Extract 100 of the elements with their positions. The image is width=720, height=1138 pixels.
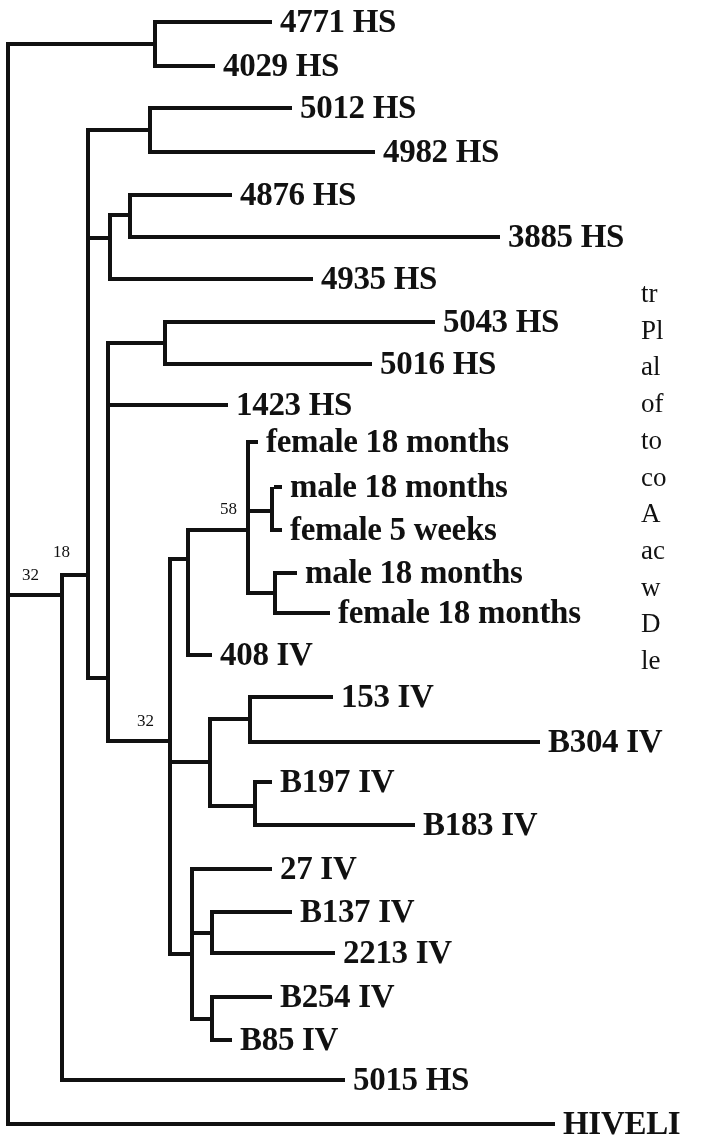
clade-junction [148, 106, 152, 154]
tree-branch [10, 593, 60, 597]
tree-branch [64, 573, 86, 577]
clade-junction [190, 867, 194, 1021]
clade-junction [86, 128, 90, 680]
tree-branch [214, 995, 272, 999]
taxon-label: 27 IV [272, 850, 357, 886]
taxon-label: 4982 HS [375, 133, 500, 169]
clade-junction [208, 717, 212, 808]
tree-branch [250, 509, 270, 513]
tree-branch [90, 236, 108, 240]
tree-branch [274, 485, 282, 489]
clade-junction [210, 910, 214, 955]
taxon-label: female 5 weeks [282, 511, 497, 547]
tree-branch [274, 528, 282, 532]
tree-branch [110, 403, 228, 407]
taxon-label: female 18 months [330, 594, 581, 630]
clade-junction [163, 320, 167, 366]
tree-branch [167, 320, 435, 324]
bootstrap-value: 32 [137, 712, 154, 730]
taxon-label: 4876 HS [232, 176, 357, 212]
clade-junction [128, 193, 132, 239]
clade-junction [153, 20, 157, 68]
tree-branch [132, 193, 232, 197]
bootstrap-value: 58 [220, 500, 237, 518]
taxon-label: B197 IV [272, 763, 395, 799]
taxon-label: B304 IV [540, 723, 663, 759]
tree-branch [212, 717, 248, 721]
cropped-text-fragment: of [641, 388, 664, 419]
tree-branch [10, 42, 153, 46]
tree-branch [112, 277, 313, 281]
taxon-label: female 18 months [258, 423, 509, 459]
taxon-label: 4029 HS [215, 47, 340, 83]
bootstrap-value: 32 [22, 566, 39, 584]
taxon-label: 153 IV [333, 678, 434, 714]
cropped-text-fragment: w [641, 571, 661, 602]
tree-branch [112, 213, 128, 217]
clade-junction [210, 995, 214, 1042]
clade-junction [60, 573, 64, 1082]
tree-branch [257, 780, 272, 784]
cropped-text-fragment: le [641, 645, 661, 675]
taxon-label: 5012 HS [292, 89, 417, 125]
tree-branch [277, 611, 330, 615]
cropped-text-fragment: ac [641, 534, 665, 565]
bootstrap-value: 18 [53, 543, 70, 561]
taxon-label: HIVELI [555, 1105, 681, 1138]
clade-junction [248, 695, 252, 744]
cropped-text-fragment: co [641, 461, 667, 492]
cropped-text-fragment: tr [641, 278, 658, 308]
taxon-label: 3885 HS [500, 218, 625, 254]
tree-branch [157, 20, 272, 24]
tree-branch [252, 740, 540, 744]
clade-junction [253, 780, 257, 827]
tree-branch [214, 951, 335, 955]
taxon-label: male 18 months [297, 554, 523, 590]
tree-branch [190, 528, 246, 532]
taxon-label: B137 IV [292, 893, 415, 929]
taxon-label: 5016 HS [372, 345, 497, 381]
tree-branch [252, 695, 333, 699]
tree-branch [250, 440, 258, 444]
tree-branch [152, 106, 292, 110]
clade-junction [246, 440, 250, 595]
tree-branch [152, 150, 375, 154]
tree-branch [90, 676, 106, 680]
cropped-text-fragment: A [641, 498, 661, 529]
tree-branch [257, 823, 415, 827]
tree-branch [132, 235, 500, 239]
tree-branch [10, 1122, 555, 1126]
taxon-label: 5043 HS [435, 303, 560, 339]
cropped-text-fragment: to [641, 424, 662, 455]
tree-branch [194, 931, 210, 935]
clade-junction [186, 528, 190, 657]
tree-branch [172, 557, 186, 561]
taxon-label: 1423 HS [228, 386, 353, 422]
clade-junction [6, 42, 10, 1126]
tree-branch [277, 571, 297, 575]
tree-branch [64, 1078, 345, 1082]
tree-branch [214, 910, 292, 914]
cropped-text-fragment: Pl [641, 314, 664, 345]
clade-junction [273, 571, 277, 615]
tree-branch [167, 362, 372, 366]
tree-branch [190, 653, 212, 657]
clade-junction [106, 341, 110, 743]
tree-branch [172, 760, 208, 764]
taxon-label: 4935 HS [313, 260, 438, 296]
clade-junction [108, 213, 112, 281]
tree-branch [194, 1017, 210, 1021]
clade-junction [168, 557, 172, 956]
taxon-label: 4771 HS [272, 3, 397, 39]
tree-branch [214, 1038, 232, 1042]
tree-branch [212, 804, 253, 808]
cropped-text-fragment: al [641, 351, 661, 382]
taxon-label: 408 IV [212, 636, 313, 672]
cropped-text-fragment: D [641, 608, 661, 639]
tree-branch [110, 341, 163, 345]
taxon-label: 5015 HS [345, 1061, 470, 1097]
clade-junction [270, 487, 274, 532]
taxon-label: B183 IV [415, 806, 538, 842]
taxon-label: male 18 months [282, 468, 508, 504]
tree-branch [194, 867, 272, 871]
